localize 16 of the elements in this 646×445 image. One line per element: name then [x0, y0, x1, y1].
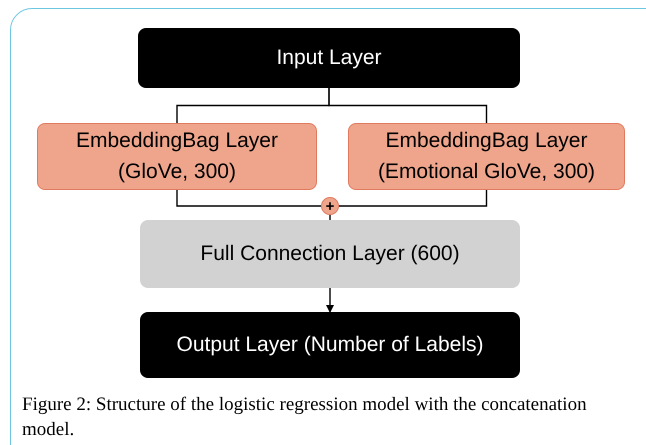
layer-box: [348, 123, 625, 190]
layer-box: [138, 28, 520, 88]
connector-line: [328, 88, 488, 123]
layer-label: Input Layer: [275, 45, 383, 72]
connector-line: [176, 190, 321, 207]
layer-label: EmbeddingBag Layer (Emotional GloVe, 300): [376, 128, 596, 184]
layer-box: [140, 220, 520, 288]
figure-caption: Figure 2: Structure of the logistic regression model with the concatenation model.: [22, 393, 588, 442]
layer-box: [140, 312, 520, 378]
layer-label: EmbeddingBag Layer (GloVe, 300): [75, 128, 279, 184]
connector-line: [326, 288, 334, 313]
connector-line: [339, 190, 488, 207]
layer-label: Full Connection Layer (600): [199, 241, 461, 268]
layer-box: [37, 123, 317, 190]
layer-label: Output Layer (Number of Labels): [176, 332, 484, 358]
layer-label: +: [326, 198, 334, 214]
